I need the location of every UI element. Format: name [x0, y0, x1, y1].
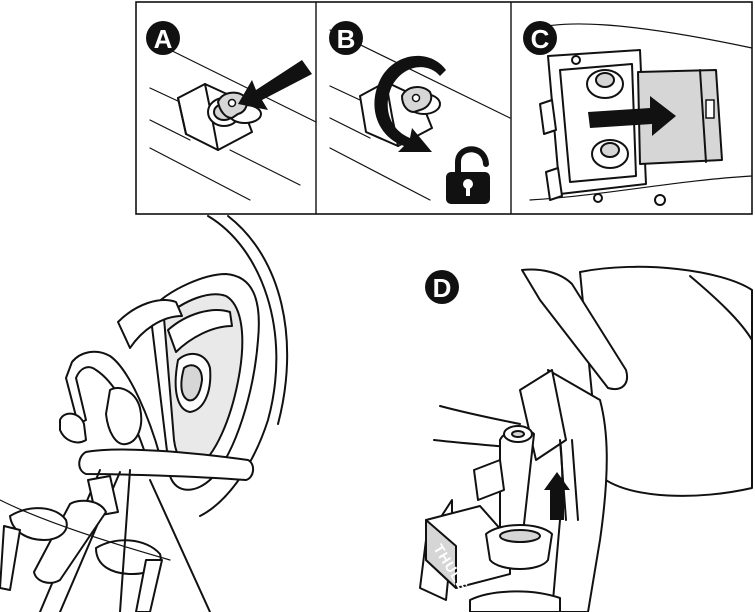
- step-badge-a: A: [146, 21, 180, 55]
- step-label-a: A: [154, 24, 173, 54]
- step-label-b: B: [337, 24, 356, 54]
- step-badge-b: B: [329, 21, 363, 55]
- panel-d-illustration: THULE: [420, 267, 752, 612]
- step-badge-c: C: [523, 21, 557, 55]
- step-label-d: D: [433, 273, 452, 303]
- bike-with-child-seat-illustration: [0, 216, 287, 612]
- step-label-c: C: [531, 24, 550, 54]
- step-badge-d: D: [425, 270, 459, 304]
